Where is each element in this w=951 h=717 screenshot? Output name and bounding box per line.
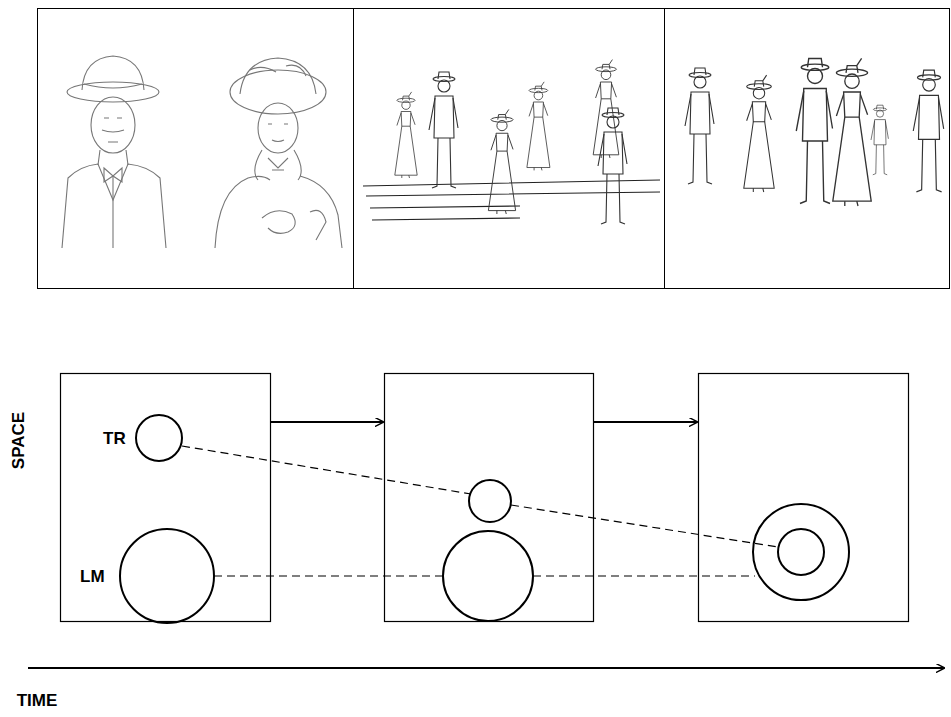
circle-node: TR bbox=[95, 413, 185, 463]
circle-label: LM bbox=[80, 568, 105, 585]
axis-label-vertical: SPACE bbox=[11, 411, 28, 468]
circle-label: TR bbox=[103, 430, 126, 447]
circle-node: LM bbox=[72, 527, 216, 625]
axis-label: TIME bbox=[17, 692, 58, 709]
